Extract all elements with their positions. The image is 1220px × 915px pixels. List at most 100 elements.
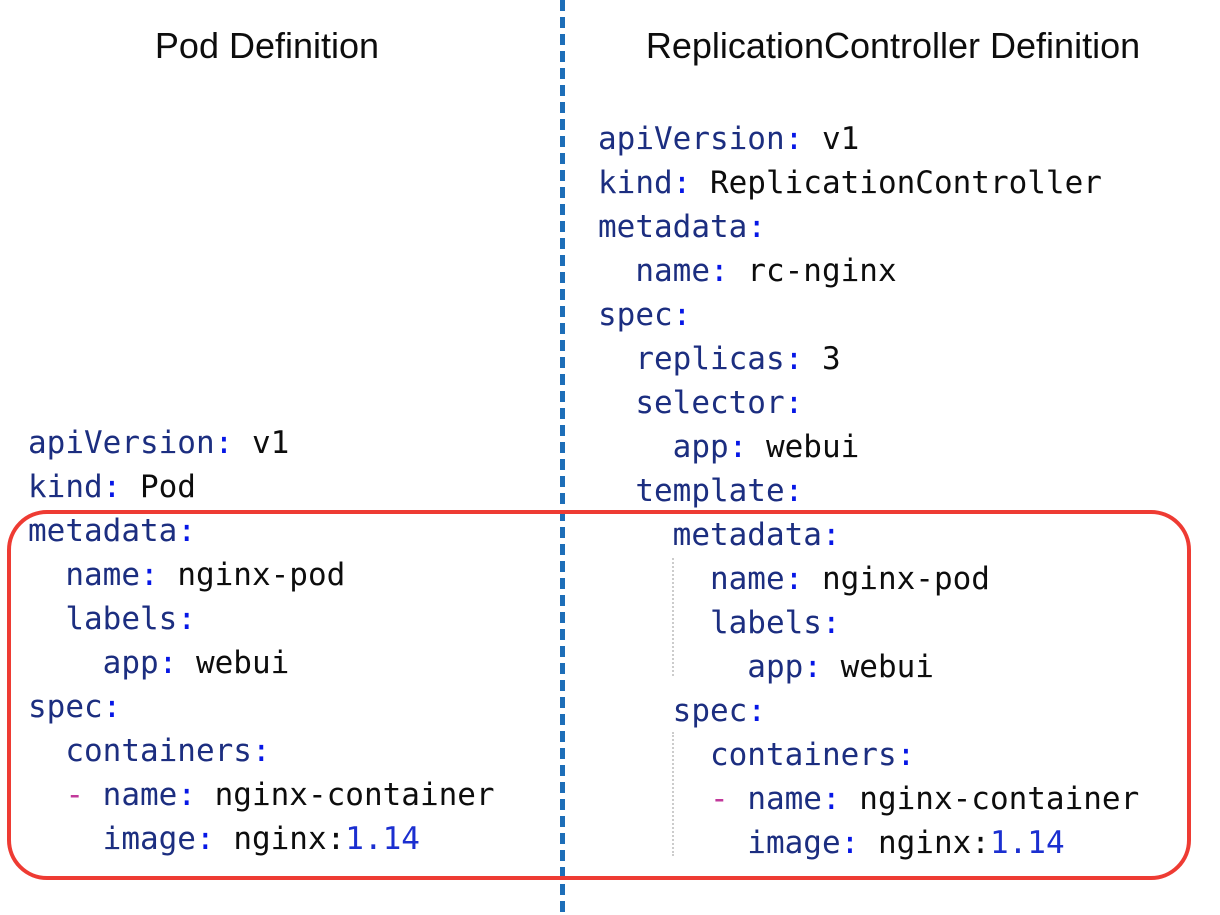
yaml-token-colon: : <box>672 165 710 201</box>
yaml-token-key: selector <box>598 385 785 421</box>
yaml-token-colon: : <box>139 557 178 593</box>
yaml-token-colon: : <box>158 645 196 681</box>
yaml-token-colon: : <box>709 253 748 289</box>
yaml-token-key: name <box>598 561 785 597</box>
yaml-line: app: webui <box>598 645 1139 689</box>
yaml-token-val: nginx-pod <box>821 561 990 597</box>
yaml-token-key: kind <box>598 165 673 201</box>
yaml-line: replicas: 3 <box>598 337 1139 381</box>
yaml-token-val: v1 <box>251 425 290 461</box>
yaml-token-dash: - <box>28 777 103 813</box>
yaml-token-key: containers <box>598 737 897 773</box>
yaml-line: kind: Pod <box>28 465 495 509</box>
yaml-token-key: template <box>598 473 785 509</box>
yaml-token-dash: - <box>598 781 748 817</box>
yaml-token-key: image <box>28 821 196 857</box>
yaml-line: name: nginx-pod <box>28 553 495 597</box>
yaml-line: labels: <box>28 597 495 641</box>
yaml-token-colon: : <box>728 429 766 465</box>
yaml-token-colon: : <box>251 733 271 769</box>
yaml-line: app: webui <box>28 641 495 685</box>
yaml-token-key: replicas <box>598 341 785 377</box>
yaml-line: spec: <box>598 293 1139 337</box>
yaml-token-val: rc-nginx <box>747 253 897 289</box>
yaml-token-key: name <box>102 777 178 813</box>
yaml-line: kind: ReplicationController <box>598 161 1139 205</box>
yaml-token-key: metadata <box>598 209 748 245</box>
yaml-token-val: nginx-container <box>214 777 495 813</box>
yaml-token-key: app <box>28 645 159 681</box>
yaml-token-colon: : <box>102 469 140 505</box>
yaml-line: app: webui <box>598 425 1139 469</box>
yaml-token-colon: : <box>821 781 860 817</box>
yaml-line: - name: nginx-container <box>28 773 495 817</box>
yaml-token-key: name <box>28 557 140 593</box>
yaml-token-key: spec <box>598 693 748 729</box>
yaml-token-colon: : <box>821 517 841 553</box>
yaml-token-colon: : <box>177 601 196 637</box>
yaml-token-val: 3 <box>821 341 841 377</box>
yaml-token-val: webui <box>765 429 860 465</box>
yaml-token-key: spec <box>598 297 673 333</box>
yaml-line: containers: <box>28 729 495 773</box>
yaml-token-val: webui <box>195 645 290 681</box>
yaml-line: metadata: <box>28 509 495 553</box>
yaml-line: apiVersion: v1 <box>28 421 495 465</box>
yaml-token-val: nginx-pod <box>177 557 346 593</box>
yaml-token-key: app <box>598 429 729 465</box>
yaml-token-num: 1.14 <box>989 825 1065 861</box>
yaml-token-colon: : <box>195 821 234 857</box>
yaml-token-key: metadata <box>28 513 178 549</box>
yaml-line: containers: <box>598 733 1139 777</box>
common-section-highlight-box <box>7 510 1191 880</box>
yaml-line: - name: nginx-container <box>598 777 1139 821</box>
yaml-token-colon: : <box>672 297 692 333</box>
yaml-line: name: nginx-pod <box>598 557 1139 601</box>
yaml-line: template: <box>598 469 1139 513</box>
yaml-line: spec: <box>598 689 1139 733</box>
yaml-token-colon: : <box>214 425 252 461</box>
indent-guide <box>672 732 674 856</box>
yaml-line: metadata: <box>598 205 1139 249</box>
yaml-token-val: nginx-container <box>859 781 1140 817</box>
yaml-token-key: image <box>598 825 841 861</box>
yaml-token-key: kind <box>28 469 103 505</box>
yaml-line: image: nginx:1.14 <box>598 821 1139 865</box>
yaml-token-colon: : <box>784 385 804 421</box>
yaml-token-colon: : <box>821 605 841 641</box>
yaml-token-val: v1 <box>821 121 860 157</box>
yaml-line: name: rc-nginx <box>598 249 1139 293</box>
yaml-token-key: labels <box>28 601 178 637</box>
yaml-token-key: labels <box>598 605 822 641</box>
yaml-token-num: 1.14 <box>345 821 420 857</box>
yaml-token-key: spec <box>28 689 103 725</box>
yaml-token-key: apiVersion <box>28 425 215 461</box>
yaml-line: metadata: <box>598 513 1139 557</box>
yaml-token-colon: : <box>177 513 196 549</box>
yaml-line: selector: <box>598 381 1139 425</box>
yaml-token-key: name <box>598 253 710 289</box>
yaml-token-key: containers <box>28 733 252 769</box>
yaml-token-colon: : <box>747 693 766 729</box>
yaml-line: apiVersion: v1 <box>598 117 1139 161</box>
yaml-token-colon: : <box>896 737 916 773</box>
yaml-token-colon: : <box>784 341 822 377</box>
yaml-token-colon: : <box>784 121 822 157</box>
replicationcontroller-definition-title: ReplicationController Definition <box>645 25 1141 66</box>
yaml-token-val: nginx: <box>233 821 346 857</box>
yaml-token-val: Pod <box>139 469 196 505</box>
indent-guide <box>672 558 674 676</box>
yaml-token-colon: : <box>747 209 766 245</box>
yaml-token-colon: : <box>840 825 878 861</box>
yaml-token-key: name <box>747 781 822 817</box>
yaml-token-key: metadata <box>598 517 822 553</box>
yaml-token-colon: : <box>102 689 122 725</box>
yaml-token-key: apiVersion <box>598 121 785 157</box>
yaml-token-val: webui <box>840 649 934 685</box>
yaml-token-colon: : <box>784 561 822 597</box>
yaml-token-val: nginx: <box>877 825 990 861</box>
yaml-token-colon: : <box>784 473 804 509</box>
